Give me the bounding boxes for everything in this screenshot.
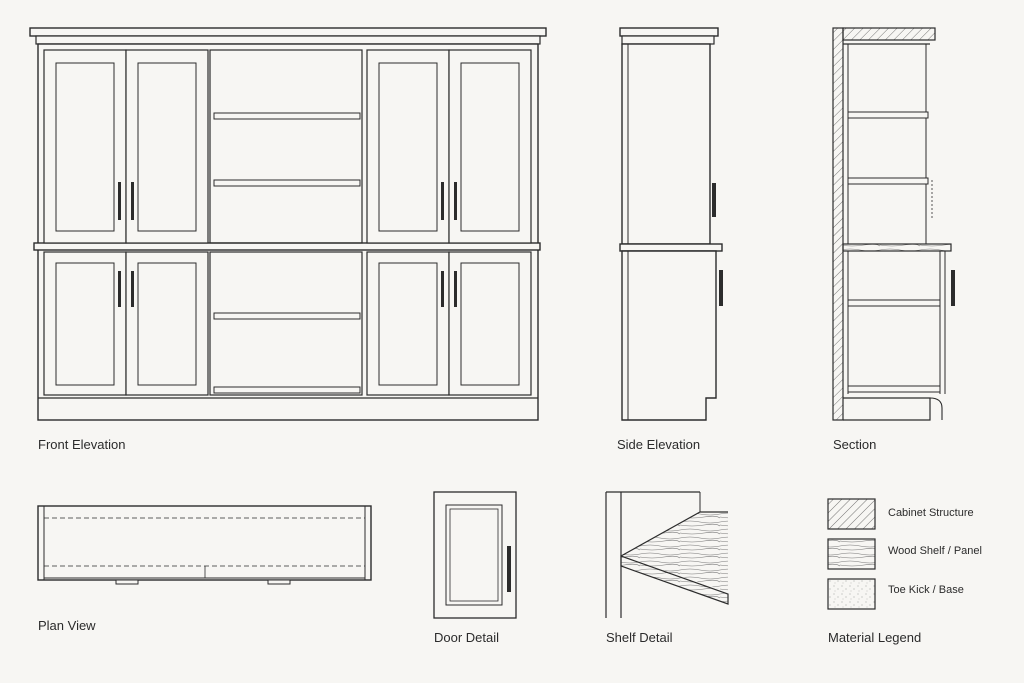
legend-swatch-structure (827, 498, 876, 530)
section-view (832, 27, 955, 421)
shelf-detail-view (605, 491, 729, 618)
door-detail-view (433, 491, 517, 619)
lower-right-doors (366, 251, 532, 396)
side-elevation-view (619, 27, 723, 421)
upper-left-doors (43, 49, 209, 244)
legend-item-base: Toe Kick / Base (888, 584, 964, 596)
plan-view (37, 505, 372, 585)
lower-left-doors (43, 251, 209, 396)
legend-item-structure: Cabinet Structure (888, 507, 974, 519)
door-detail-label: Door Detail (434, 630, 500, 645)
material-legend-label: Material Legend (828, 630, 922, 645)
front-elevation-view (29, 27, 547, 421)
legend-swatch-base (827, 578, 876, 610)
upper-right-doors (366, 49, 532, 244)
section-label: Section (833, 437, 877, 452)
material-legend-swatches (827, 498, 876, 610)
legend-swatch-wood (827, 538, 876, 570)
shelf-detail-label: Shelf Detail (606, 630, 673, 645)
front-elevation-label: Front Elevation (38, 437, 126, 452)
center-open-shelves (209, 49, 363, 396)
legend-item-wood: Wood Shelf / Panel (888, 545, 982, 557)
plan-view-label: Plan View (38, 618, 96, 633)
side-elevation-label: Side Elevation (617, 437, 701, 452)
